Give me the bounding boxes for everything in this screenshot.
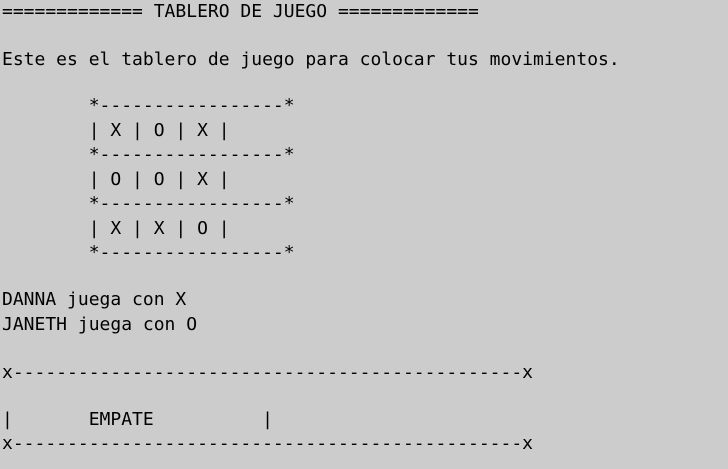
board-row-3: | X | X | O |: [2, 218, 230, 239]
board-separator-2: *-----------------*: [2, 193, 295, 214]
player-2-line: JANETH juega con O: [2, 314, 198, 335]
board-row-2: | O | O | X |: [2, 169, 230, 190]
board-row-1: | X | O | X |: [2, 120, 230, 141]
board-border-bottom: *-----------------*: [2, 242, 295, 263]
player-1-line: DANNA juega con X: [2, 289, 187, 310]
result-message: | EMPATE |: [2, 409, 273, 430]
result-bottom-line: x---------------------------------------…: [2, 433, 534, 454]
result-top-line: x---------------------------------------…: [2, 362, 534, 383]
board-separator-1: *-----------------*: [2, 144, 295, 165]
board-border-top: *-----------------*: [2, 95, 295, 116]
intro-text: Este es el tablero de juego para colocar…: [2, 49, 620, 70]
board-header: ============= TABLERO DE JUEGO =========…: [2, 1, 479, 22]
